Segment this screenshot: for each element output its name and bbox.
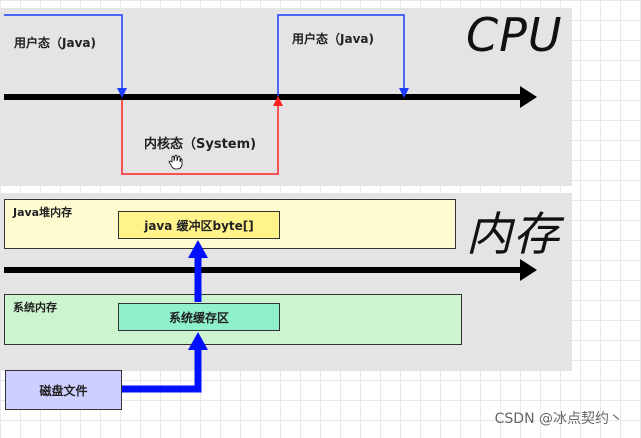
system-cache-box: 系统缓存区 bbox=[118, 303, 280, 331]
disk-to-cache-arrowhead bbox=[188, 332, 208, 350]
java-heap-label: Java堆内存 bbox=[13, 206, 73, 219]
user-mode-right-path bbox=[277, 14, 409, 98]
cpu-title: CPU bbox=[466, 8, 563, 62]
cache-to-buffer-arrowhead bbox=[188, 240, 208, 258]
system-memory-label: 系统内存 bbox=[13, 301, 57, 314]
kernel-mode-path bbox=[121, 96, 283, 175]
disk-file-box: 磁盘文件 bbox=[5, 370, 122, 410]
cpu-timeline-arrowhead bbox=[520, 86, 537, 108]
hand-cursor-icon bbox=[168, 154, 183, 170]
disk-to-cache-arrow bbox=[122, 348, 202, 393]
user-mode-left-label: 用户态（Java) bbox=[14, 36, 96, 50]
user-mode-right-label: 用户态（Java) bbox=[292, 32, 374, 46]
memory-title: 内存 bbox=[466, 207, 560, 261]
watermark: CSDN @冰点契约丶 bbox=[494, 411, 623, 427]
kernel-mode-label: 内核态（System) bbox=[144, 137, 257, 152]
memory-timeline-arrowhead bbox=[520, 259, 537, 281]
java-buffer-box: java 缓冲区byte[] bbox=[118, 211, 280, 239]
java-heap-region: Java堆内存 bbox=[4, 199, 456, 249]
user-mode-left-path bbox=[4, 14, 127, 98]
